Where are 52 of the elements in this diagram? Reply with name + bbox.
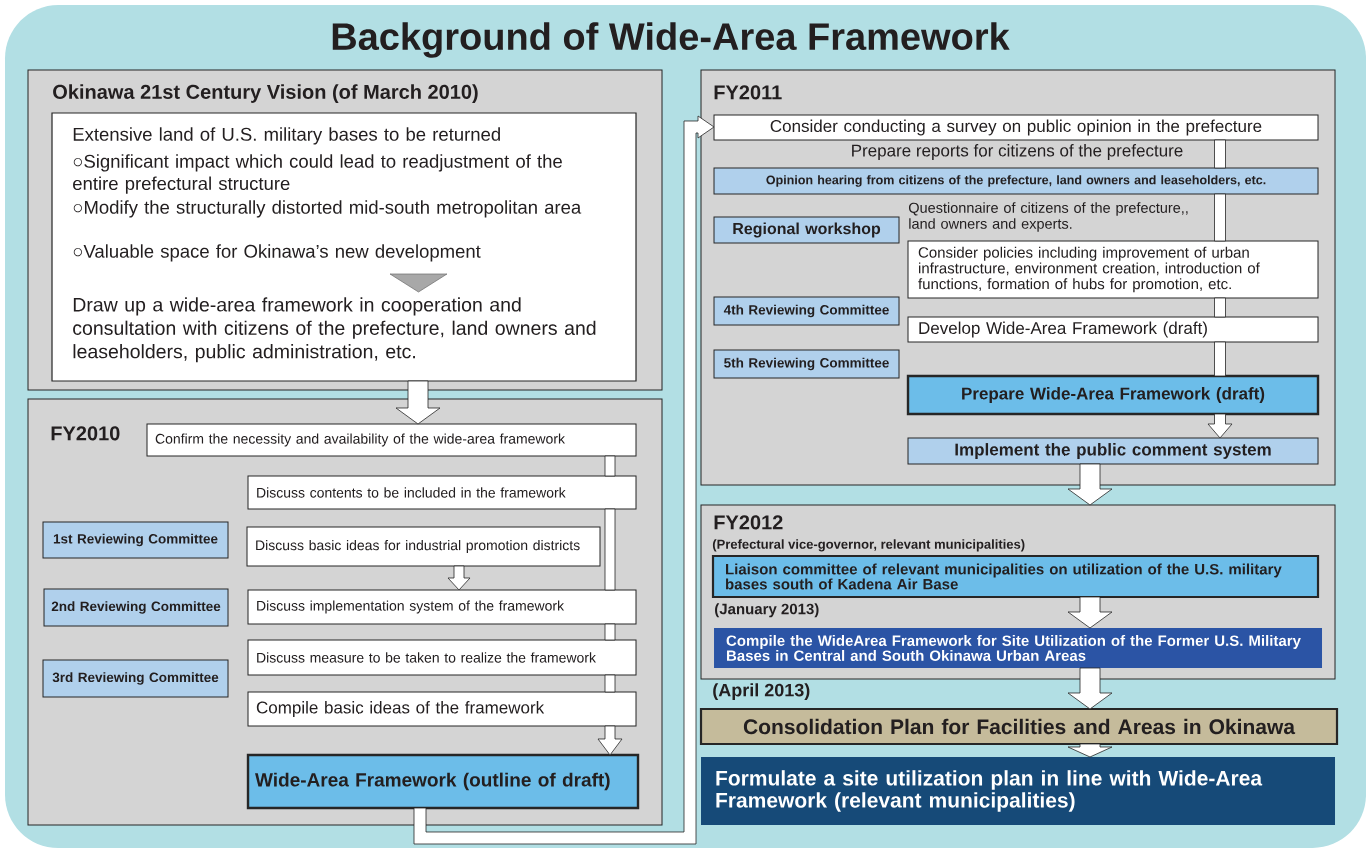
block-arrow [395, 380, 441, 425]
process-box: Compile basic ideas of the framework [247, 691, 637, 727]
process-box: Liaison committee of relevant municipalities on utilization of the U.S. military bases south of Kadena Air Base [711, 554, 1320, 599]
block-arrow [1067, 743, 1113, 758]
connector-bar [604, 623, 616, 641]
process-box: Discuss contents to be included in the framework [247, 475, 637, 510]
process-box: Discuss basic ideas for industrial promotion districts [246, 526, 601, 567]
block-arrow [1207, 413, 1233, 439]
text-box: Extensive land of U.S. military bases to be returned ○Significant impact which could lead to readjustment of the entire prefectural structure ○Modify the structurally distorted mid-south metropolitan area ○Valuable space for Okinawa’s new development Draw up a wide-area framework in cooperation and consultation with citizens of the prefecture, land owners and leaseholders, public administration, etc. [51, 112, 637, 382]
process-box: Opinion hearing from citizens of the prefecture, land owners and leaseholders, etc. [713, 167, 1319, 195]
note-text: Prepare reports for citizens of the prefecture [852, 144, 1183, 160]
committee-box: 3rd Reviewing Committee [42, 659, 229, 698]
block-arrow [597, 725, 623, 756]
block-arrow [1067, 463, 1113, 506]
result-box: Prepare Wide-Area Framework (draft) [906, 374, 1320, 416]
node-label: Extensive land of U.S. military bases to be returned [73, 127, 500, 145]
block-arrow [1067, 667, 1113, 710]
result-box: Compile the WideArea Framework for Site Utilization of the Former U.S. Military Bases in Central and South Okinawa Urban Areas [714, 628, 1322, 668]
connector-bar [1214, 341, 1226, 377]
connector-bar [604, 674, 616, 693]
node-label: ○Significant impact which could lead to readjustment of the entire prefectural structure [73, 154, 562, 194]
process-box: Discuss implementation system of the framework [247, 589, 637, 625]
process-box: Confirm the necessity and availability of the wide-area framework [146, 423, 637, 457]
date-label: (April 2013) [713, 683, 810, 701]
date-label: (Prefectural vice-governor, relevant municipalities) [712, 539, 1025, 552]
connector-bar [604, 455, 616, 477]
result-box: Formulate a site utilization plan in line with Wide-Area Framework (relevant municipalities) [701, 757, 1335, 825]
process-box: Consider policies including improvement of urban infrastructure, environment creation, introduction of functions, formation of hubs for promotion, etc. [907, 240, 1319, 299]
committee-box: 1st Reviewing Committee [42, 521, 229, 559]
block-arrow [413, 115, 715, 845]
plan-box: Consolidation Plan for Facilities and Areas in Okinawa [699, 707, 1339, 746]
block-arrow [1067, 596, 1113, 629]
committee-box: 2nd Reviewing Committee [43, 588, 229, 627]
committee-box: Regional workshop [713, 216, 900, 244]
result-box: Wide-Area Framework (outline of draft) [246, 753, 640, 810]
process-box: Develop Wide-Area Framework (draft) [907, 316, 1319, 343]
committee-box: 5th Reviewing Committee [713, 349, 900, 379]
node-label: Draw up a wide-area framework in cooperation and consultation with citizens of the prefecture, land owners and leaseholders, public administration, etc. [73, 297, 596, 363]
node-label: ○Modify the structurally distorted mid-south metropolitan area [73, 200, 582, 218]
process-box: Consider conducting a survey on public opinion in the prefecture [713, 114, 1319, 141]
title: Background of Wide-Area Framework [332, 22, 1010, 58]
committee-box: 4th Reviewing Committee [713, 296, 900, 326]
connector-bar [1214, 139, 1226, 169]
process-box: Implement the public comment system [907, 437, 1319, 465]
connector-bar [1214, 193, 1226, 242]
node-label: ○Valuable space for Okinawa’s new development [73, 244, 481, 262]
block-arrow [447, 565, 471, 591]
date-label: (January 2013) [715, 603, 819, 618]
note-text: Questionnaire of citizens of the prefecture,, land owners and experts. [908, 202, 1188, 232]
connector-bar [604, 508, 616, 591]
process-box: Discuss measure to be taken to realize the framework [247, 639, 637, 676]
connector-bar [1214, 297, 1226, 318]
